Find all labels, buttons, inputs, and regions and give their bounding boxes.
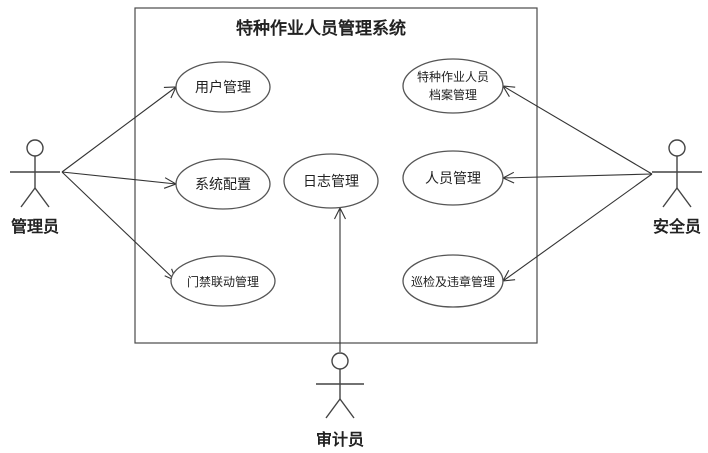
assoc-admin-sys-config bbox=[61, 171, 177, 185]
assoc-safety-patrol bbox=[502, 173, 653, 282]
usecase-sys-config[interactable]: 系统配置 bbox=[175, 158, 271, 210]
assoc-admin-user-mgmt bbox=[61, 86, 177, 173]
actor-auditor[interactable]: 审计员 bbox=[316, 352, 364, 449]
actor-label: 安全员 bbox=[653, 217, 701, 236]
stick-figure-icon bbox=[652, 139, 702, 208]
actor-label: 审计员 bbox=[316, 430, 364, 449]
usecase-label-line-1: 特种作业人员 bbox=[417, 69, 489, 84]
usecase-label: 日志管理 bbox=[303, 174, 359, 190]
usecase-label: 人员管理 bbox=[425, 171, 481, 187]
usecase-log-mgmt[interactable]: 日志管理 bbox=[283, 153, 379, 209]
usecase-label: 用户管理 bbox=[195, 79, 251, 96]
stick-figure-icon bbox=[10, 139, 60, 208]
assoc-admin-access-ctrl bbox=[61, 171, 177, 282]
assoc-safety-personnel bbox=[502, 173, 653, 179]
usecase-label: 系统配置 bbox=[195, 177, 251, 193]
usecase-label-line-2: 档案管理 bbox=[429, 87, 477, 102]
system-title: 特种作业人员管理系统 bbox=[236, 18, 406, 39]
usecase-patrol-mgmt[interactable]: 巡检及违章管理 bbox=[402, 254, 504, 308]
stick-figure-icon bbox=[316, 352, 364, 419]
usecase-label: 门禁联动管理 bbox=[187, 274, 259, 289]
actor-safety[interactable]: 安全员 bbox=[652, 139, 702, 236]
actor-admin[interactable]: 管理员 bbox=[10, 139, 60, 236]
usecase-archive-mgmt[interactable]: 特种作业人员 档案管理 bbox=[402, 58, 504, 114]
usecase-user-mgmt[interactable]: 用户管理 bbox=[175, 61, 271, 113]
actor-label: 管理员 bbox=[11, 217, 59, 236]
assoc-safety-archive bbox=[502, 85, 653, 175]
usecase-label: 巡检及违章管理 bbox=[411, 274, 495, 289]
usecase-personnel-mgmt[interactable]: 人员管理 bbox=[402, 150, 504, 206]
usecase-access-ctrl[interactable]: 门禁联动管理 bbox=[170, 255, 276, 307]
